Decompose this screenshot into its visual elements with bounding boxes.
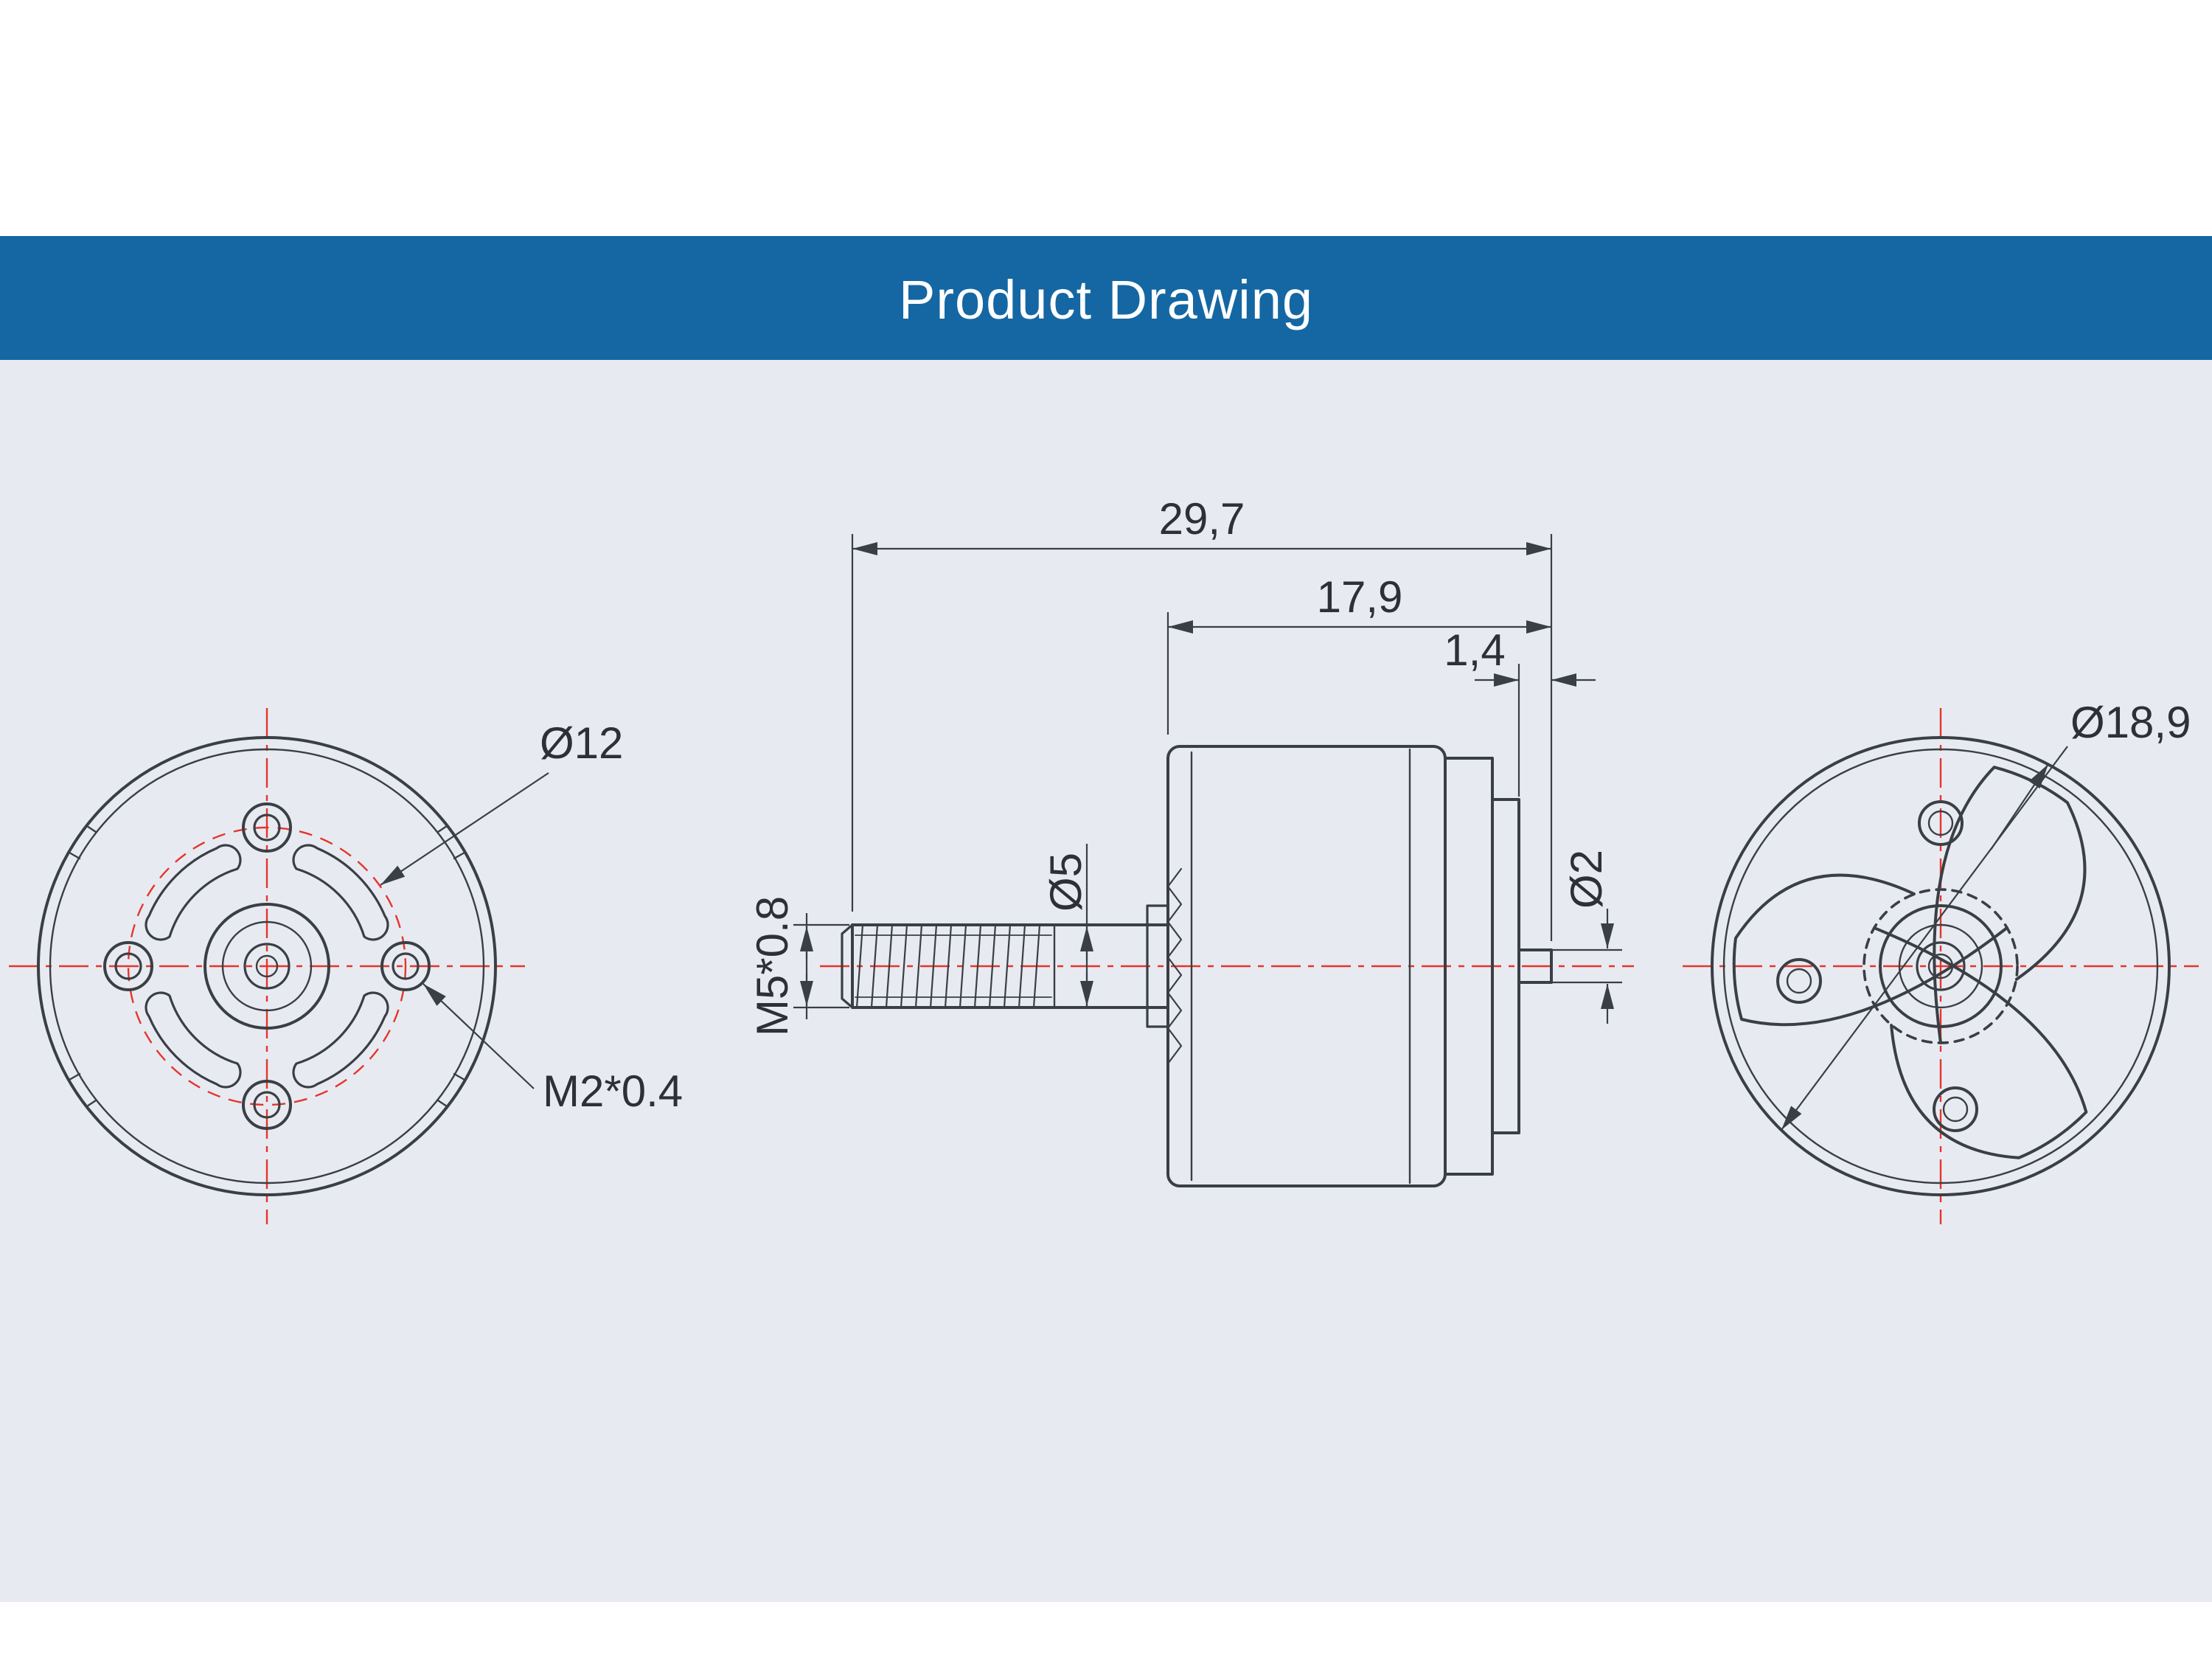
side-dimensions: 29,7 17,9 1,4 Ø5 M5*0.8 Ø2	[748, 494, 1622, 1036]
mount-hole-bottom	[242, 1080, 292, 1130]
mount-hole-thread-label: M2*0.4	[543, 1066, 683, 1116]
shaft-thread-label: M5*0.8	[748, 896, 797, 1036]
rear-inner-rim	[49, 748, 485, 1184]
thread-flanks	[855, 923, 1041, 1009]
page-title: Product Drawing	[899, 269, 1313, 330]
overall-length-label: 29,7	[1159, 494, 1245, 544]
side-view: 29,7 17,9 1,4 Ø5 M5*0.8 Ø2	[748, 494, 1634, 1187]
mount-hole-thread-leader	[422, 983, 535, 1089]
bolt-circle-leader	[380, 772, 549, 886]
body-length-label: 17,9	[1317, 572, 1403, 622]
shaft-chamfer	[841, 923, 854, 1009]
shaft-diameter-label: Ø5	[1041, 853, 1091, 912]
front-hole-top-bore	[1927, 810, 1954, 836]
front-shaft-hole	[1916, 941, 1966, 991]
rear-bolt-circle	[127, 826, 407, 1106]
front-hub	[1863, 888, 2019, 1044]
front-callouts: Ø18,9	[1781, 698, 2191, 1131]
rear-view: Ø12 M2*0.4	[9, 708, 683, 1224]
thread-crest-lines	[855, 934, 1052, 998]
rear-hub-ring	[221, 920, 313, 1012]
outer-diameter-leader	[1781, 746, 2068, 1131]
front-hole-bottom	[1933, 1086, 1978, 1132]
drawing-panel	[0, 360, 2212, 1602]
rear-shaft-stub	[1517, 948, 1553, 984]
spoke-blade	[1732, 873, 2008, 1027]
mount-hole-left-bore	[114, 952, 142, 980]
rear-hub-boss	[204, 903, 330, 1030]
front-shaft-bore	[1927, 953, 1954, 979]
mount-hole-bottom-bore	[253, 1091, 281, 1119]
ext-thread	[793, 923, 849, 1009]
front-hole-bottom-bore	[1942, 1096, 1969, 1123]
front-view: Ø18,9	[1683, 698, 2199, 1224]
motor-body	[1146, 745, 1553, 1187]
front-inner-rim	[1722, 748, 2159, 1184]
rear-shaft-hole	[243, 943, 291, 990]
front-hole-top	[1918, 800, 1964, 846]
bolt-circle-diameter-label: Ø12	[540, 718, 623, 768]
outer-diameter-leader-upper-arrow	[1990, 763, 2049, 850]
ext-rear-shaft	[1551, 948, 1622, 984]
rear-shaft-diameter-label: Ø2	[1562, 850, 1611, 909]
rear-cutouts	[145, 844, 389, 1089]
front-centerlines	[1683, 708, 2199, 1224]
front-spokes	[1732, 756, 2124, 1193]
front-hole-left-bore	[1786, 968, 1812, 994]
header-band	[0, 236, 2212, 360]
front-holes	[1776, 800, 1978, 1132]
rear-cutout	[292, 844, 389, 941]
bell-serrations	[1166, 867, 1183, 1065]
rear-mount-holes	[103, 802, 431, 1130]
rear-callouts: Ø12 M2*0.4	[380, 718, 683, 1116]
rear-hub	[204, 903, 330, 1030]
rear-shaft-bore	[255, 954, 279, 978]
front-hub-ring	[1898, 923, 1983, 1009]
mount-hole-left	[103, 941, 153, 991]
rear-centerlines	[9, 708, 525, 1224]
mount-hole-right	[380, 941, 431, 991]
front-hub-boss	[1879, 904, 2003, 1028]
mount-hole-right-bore	[392, 952, 420, 980]
front-hole-left	[1776, 958, 1822, 1004]
mount-hole-top	[242, 802, 292, 853]
mount-hole-top-bore	[253, 814, 281, 842]
stub-length-label: 1,4	[1444, 625, 1505, 675]
front-knurl-ring	[1863, 888, 2019, 1044]
rear-outer-circle	[37, 736, 497, 1196]
front-outer-circle	[1711, 736, 2171, 1196]
rear-rim-notches	[68, 825, 466, 1108]
outer-diameter-label: Ø18,9	[2070, 698, 2191, 747]
